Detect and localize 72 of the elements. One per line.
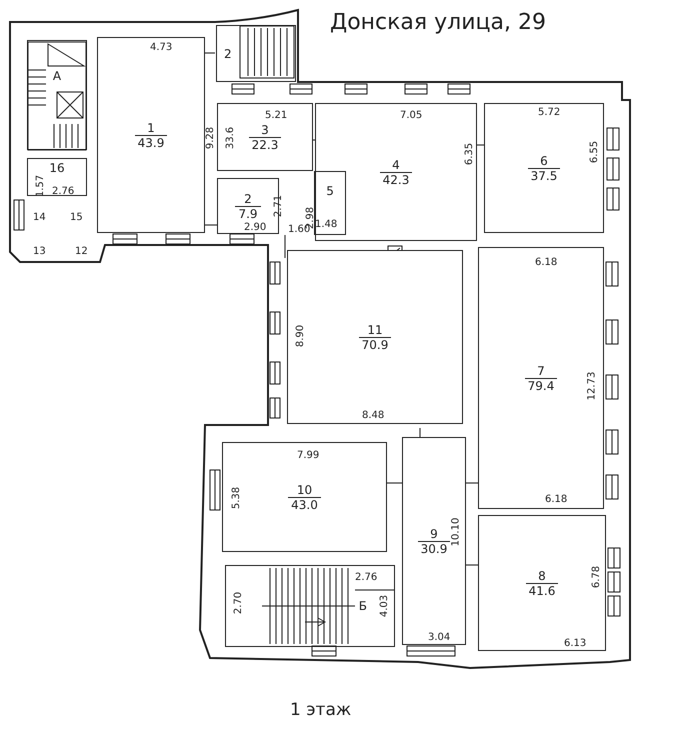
room-number: 4 bbox=[391, 158, 401, 172]
dimension-label: 7.05 bbox=[400, 110, 422, 122]
dimension-label: 2.76 bbox=[52, 186, 74, 198]
room-number: 7 bbox=[536, 364, 546, 378]
dimension-label: 6.13 bbox=[564, 638, 586, 650]
dimension-label: 6.78 bbox=[591, 566, 604, 588]
dimension-label: 6.18 bbox=[535, 257, 558, 269]
room-number: 2 bbox=[223, 46, 233, 60]
room-outline bbox=[402, 437, 466, 645]
room-outline bbox=[314, 171, 346, 235]
room-area: 7.9 bbox=[235, 206, 261, 220]
dimension-label: 5.72 bbox=[538, 107, 560, 119]
dimension-label: 5.21 bbox=[265, 110, 288, 122]
dimension-label: 14 bbox=[33, 212, 46, 224]
dimension-label: 15 bbox=[70, 212, 83, 224]
room-outline bbox=[287, 250, 463, 424]
room-number: 16 bbox=[48, 161, 66, 175]
room-number: 3 bbox=[260, 122, 270, 136]
address-title: Донская улица, 29 bbox=[330, 10, 546, 35]
room-area: 22.3 bbox=[248, 136, 282, 152]
room-number: 9 bbox=[429, 526, 439, 540]
dimension-label: 2.90 bbox=[244, 222, 266, 234]
dimension-label: 12 bbox=[75, 246, 88, 258]
room-area: 43.0 bbox=[288, 496, 321, 512]
dimension-label: 33.6 bbox=[225, 126, 238, 150]
dimension-label: 6.55 bbox=[589, 140, 602, 164]
dimension-label: 6.18 bbox=[545, 494, 568, 506]
dimension-label: 5.38 bbox=[231, 486, 244, 510]
dimension-label: 2.76 bbox=[355, 572, 378, 584]
room-area: 37.5 bbox=[528, 168, 560, 182]
room-number: А bbox=[52, 69, 62, 83]
room-outline bbox=[217, 103, 313, 171]
room-outline bbox=[225, 565, 395, 647]
dimension-label: 6.35 bbox=[464, 142, 476, 166]
room-outline bbox=[27, 158, 87, 196]
room-outline bbox=[27, 40, 87, 150]
dimension-label: 8.90 bbox=[295, 324, 308, 348]
room-outline bbox=[97, 37, 205, 233]
room-outline bbox=[478, 515, 606, 651]
dimension-label: 7.99 bbox=[297, 450, 320, 462]
dimension-label: 9.28 bbox=[205, 126, 218, 150]
dimension-label: 12.73 bbox=[586, 372, 598, 400]
room-area: 42.3 bbox=[380, 172, 412, 186]
room-outline bbox=[484, 103, 604, 233]
room-outline bbox=[222, 442, 387, 552]
room-outline bbox=[315, 103, 477, 241]
room-number: 1 bbox=[146, 120, 156, 134]
room-number: 6 bbox=[539, 154, 549, 168]
room-area: 30.9 bbox=[418, 540, 450, 556]
room-area: 41.6 bbox=[526, 582, 558, 598]
room-number: 2 bbox=[243, 192, 253, 206]
floor-caption: 1 этаж bbox=[290, 700, 352, 720]
dimension-label: 3.04 bbox=[428, 632, 450, 644]
room-area: 70.9 bbox=[358, 336, 392, 352]
room-area: 79.4 bbox=[524, 378, 558, 392]
dimension-label: 13 bbox=[33, 246, 46, 258]
dimension-label: 8.48 bbox=[362, 410, 384, 422]
dimension-label: 2.70 bbox=[233, 592, 246, 614]
dimension-label: 1.57 bbox=[35, 174, 48, 198]
dimension-label: 4.73 bbox=[150, 42, 172, 54]
room-outline bbox=[217, 178, 279, 234]
room-area: 43.9 bbox=[134, 134, 168, 150]
room-number: 10 bbox=[296, 482, 314, 496]
room-number: 5 bbox=[325, 184, 335, 198]
room-number: 8 bbox=[537, 568, 547, 582]
room-number: 11 bbox=[366, 322, 384, 336]
dimension-label: 4.03 bbox=[379, 594, 392, 618]
dimension-label: 10.10 bbox=[450, 518, 462, 546]
dimension-label: 1.48 bbox=[315, 219, 338, 231]
room-number: Б bbox=[358, 599, 368, 613]
room-outline bbox=[478, 247, 604, 509]
room-outline bbox=[216, 25, 296, 82]
